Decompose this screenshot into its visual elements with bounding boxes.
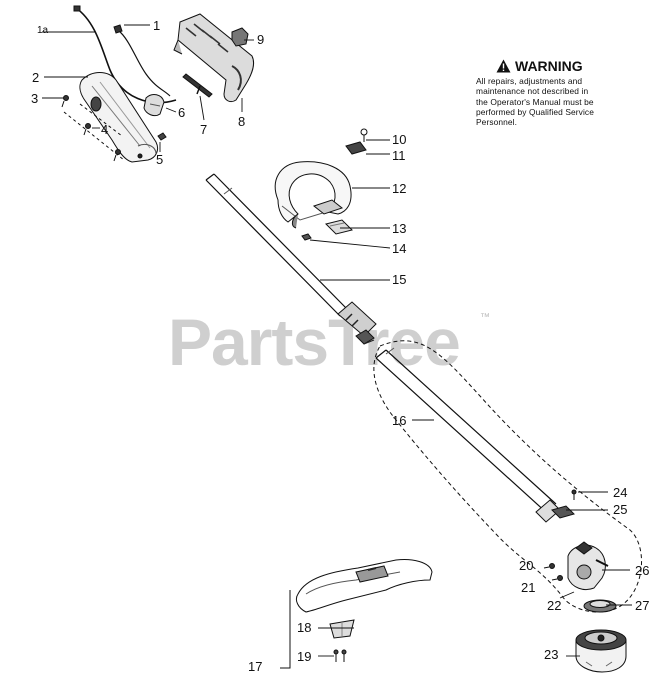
callout-1a: 1a (37, 25, 49, 36)
callout-10: 10 (392, 132, 407, 147)
callout-26: 26 (635, 563, 650, 578)
screw-21 (551, 575, 563, 581)
warning-line: Personnel. (476, 117, 518, 128)
callout-1: 1 (153, 18, 161, 33)
screw-10 (360, 128, 368, 142)
screw-extra (113, 149, 121, 162)
callout-9: 9 (257, 32, 265, 47)
screw-4 (83, 123, 91, 136)
callout-16: 16 (392, 413, 407, 428)
callout-18: 18 (297, 620, 312, 635)
throttle-trigger (143, 94, 165, 117)
callout-7: 7 (200, 122, 208, 137)
warning-line: All repairs, adjustments and (476, 76, 583, 86)
callout-11: 11 (392, 148, 406, 163)
callout-2: 2 (32, 70, 40, 85)
warning-line: the Operator's Manual must be (476, 96, 594, 107)
callout-24: 24 (613, 485, 628, 500)
trimmer-head (575, 629, 627, 673)
cable-fitting (73, 5, 81, 12)
front-handle-housing (173, 13, 255, 103)
part-14-nut (301, 233, 312, 241)
screws-19 (333, 649, 347, 662)
warning-text: All repairs, adjustments and maintenance… (476, 76, 636, 127)
trimmer-guard (295, 559, 433, 613)
cutting-blade (329, 619, 355, 639)
assist-handle (274, 161, 352, 229)
washer-27 (583, 599, 617, 613)
callout-13: 13 (392, 221, 407, 236)
lower-shaft (375, 347, 561, 523)
alignment-line (63, 103, 125, 161)
callout-20: 20 (519, 558, 534, 573)
callout-25: 25 (613, 502, 628, 517)
callout-21: 21 (521, 580, 536, 595)
callout-27: 27 (635, 598, 650, 613)
callout-3: 3 (31, 91, 39, 106)
warning-line: maintenance not described in (476, 86, 589, 97)
switch-button (231, 27, 249, 47)
warning-triangle-icon (496, 59, 511, 73)
screw-20 (543, 563, 555, 569)
ignition-wire (117, 29, 171, 97)
callout-14: 14 (392, 241, 407, 256)
callout-4: 4 (101, 122, 109, 137)
lockout-lever (182, 73, 213, 98)
warning-notice: WARNING All repairs, adjustments and mai… (476, 58, 636, 127)
warning-title: WARNING (515, 58, 583, 74)
callout-19: 19 (297, 649, 312, 664)
callout-5: 5 (156, 152, 164, 167)
callout-12: 12 (392, 181, 407, 196)
callout-22: 22 (547, 598, 562, 613)
callout-15: 15 (392, 272, 407, 287)
leader-lines (42, 24, 632, 657)
gear-head (567, 541, 609, 591)
callout-23: 23 (544, 647, 559, 662)
trademark-mark: ™ (480, 312, 490, 323)
shaft-coupler (337, 301, 377, 345)
callout-17: 17 (248, 659, 263, 674)
clamp-nut (345, 141, 367, 155)
screw-3 (61, 95, 69, 108)
upper-shaft (205, 173, 349, 317)
clip-25 (551, 505, 575, 519)
callout-8: 8 (238, 114, 246, 129)
rear-handle-housing (79, 72, 159, 163)
handle-clamp (325, 219, 353, 235)
bracket-17 (280, 590, 291, 669)
warning-line: performed by Qualified Service (476, 106, 594, 117)
callout-6: 6 (178, 105, 186, 120)
warning-heading: WARNING (496, 58, 636, 74)
screw-24 (571, 489, 577, 500)
part-5-clip (157, 132, 167, 141)
